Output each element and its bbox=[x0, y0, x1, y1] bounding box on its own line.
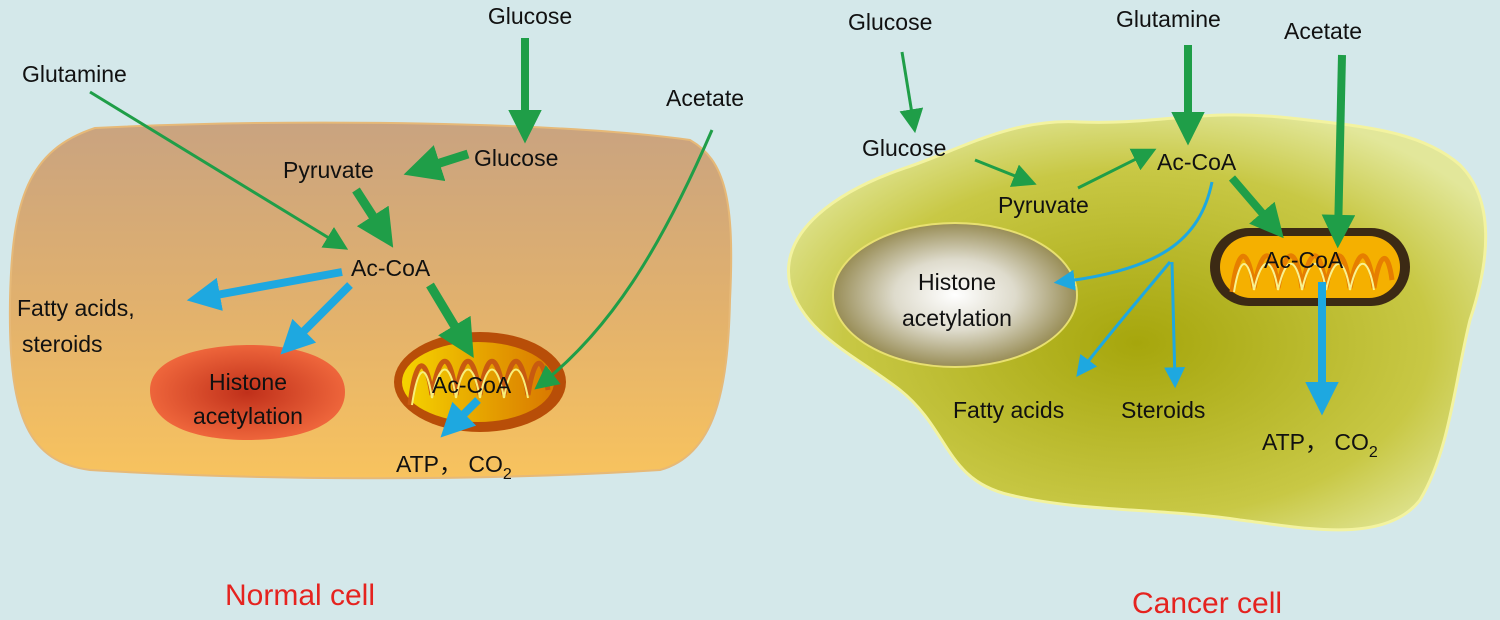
arrow-accoa-to-mito bbox=[426, 282, 474, 358]
normal-acetate-label: Acetate bbox=[666, 85, 744, 111]
cancer-arrow-accoa-to-mito bbox=[1228, 175, 1284, 239]
normal-mitochondrion bbox=[394, 332, 566, 432]
cancer-arrow-to-steroids bbox=[1164, 261, 1186, 389]
normal-glucose-outside-label: Glucose bbox=[488, 3, 572, 29]
normal-fatty-acids-label: Fatty acids, bbox=[17, 295, 135, 321]
cancer-glutamine-label: Glutamine bbox=[1116, 6, 1221, 32]
cancer-arrow-glucose-in bbox=[899, 51, 924, 134]
cancer-acetylation-label: acetylation bbox=[902, 305, 1012, 331]
normal-co2-subscript: 2 bbox=[503, 466, 512, 483]
cancer-mito-accoa-label: Ac-CoA bbox=[1264, 247, 1344, 273]
cancer-accoa-label: Ac-CoA bbox=[1157, 149, 1237, 175]
cancer-arrow-accoa-to-histone bbox=[1053, 181, 1214, 291]
cancer-arrow-acetate-in bbox=[1321, 54, 1356, 249]
cancer-steroids-label: Steroids bbox=[1121, 397, 1205, 423]
arrow-accoa-to-fatty-acids bbox=[186, 268, 343, 311]
normal-pyruvate-label: Pyruvate bbox=[283, 157, 374, 183]
cancer-mitochondrion bbox=[1210, 228, 1410, 306]
cancer-co2-subscript: 2 bbox=[1369, 444, 1378, 461]
arrow-accoa-to-histone bbox=[280, 282, 353, 355]
normal-glucose-inside-label: Glucose bbox=[474, 145, 558, 171]
arrow-glutamine-to-accoa bbox=[89, 90, 349, 250]
arrow-acetate-to-mito bbox=[534, 129, 714, 390]
normal-nucleus bbox=[150, 345, 345, 440]
cancer-arrow-glucose-to-pyruvate bbox=[974, 158, 1037, 187]
normal-steroids-label: steroids bbox=[22, 331, 103, 357]
cancer-glucose-outside-label: Glucose bbox=[848, 9, 932, 35]
normal-acetylation-label: acetylation bbox=[193, 403, 303, 429]
cancer-cell-caption: Cancer cell bbox=[1132, 587, 1282, 620]
arrow-mito-to-atp bbox=[440, 397, 481, 438]
cancer-cell: Glucose Glutamine Acetate Glucose Pyruva… bbox=[787, 6, 1488, 620]
cancer-atp-co2-label: ATP， CO2 bbox=[1262, 429, 1378, 461]
normal-glutamine-label: Glutamine bbox=[22, 61, 127, 87]
normal-atp-co2-label: ATP， CO2 bbox=[396, 451, 512, 483]
cancer-arrow-to-fatty-acids bbox=[1076, 261, 1172, 378]
cancer-fatty-acids-label: Fatty acids bbox=[953, 397, 1064, 423]
normal-cell: Glucose Glutamine Acetate Glucose Pyruva… bbox=[8, 3, 744, 612]
normal-histone-label: Histone bbox=[209, 369, 287, 395]
arrow-glucose-to-pyruvate bbox=[403, 145, 470, 182]
cancer-histone-label: Histone bbox=[918, 269, 996, 295]
cancer-arrow-pyruvate-to-accoa bbox=[1077, 148, 1157, 190]
cancer-nucleus bbox=[832, 222, 1078, 368]
cancer-acetate-label: Acetate bbox=[1284, 18, 1362, 44]
normal-cell-caption: Normal cell bbox=[225, 579, 375, 612]
cancer-cell-membrane bbox=[787, 113, 1488, 532]
cancer-glucose-inside-label: Glucose bbox=[862, 135, 946, 161]
normal-accoa-label: Ac-CoA bbox=[351, 255, 431, 281]
normal-mito-accoa-label: Ac-CoA bbox=[432, 372, 512, 398]
cancer-atp-co2-text: ATP， CO bbox=[1262, 429, 1369, 455]
cancer-pyruvate-label: Pyruvate bbox=[998, 192, 1089, 218]
normal-atp-co2-text: ATP， CO bbox=[396, 451, 503, 477]
arrow-pyruvate-to-accoa bbox=[352, 187, 394, 248]
